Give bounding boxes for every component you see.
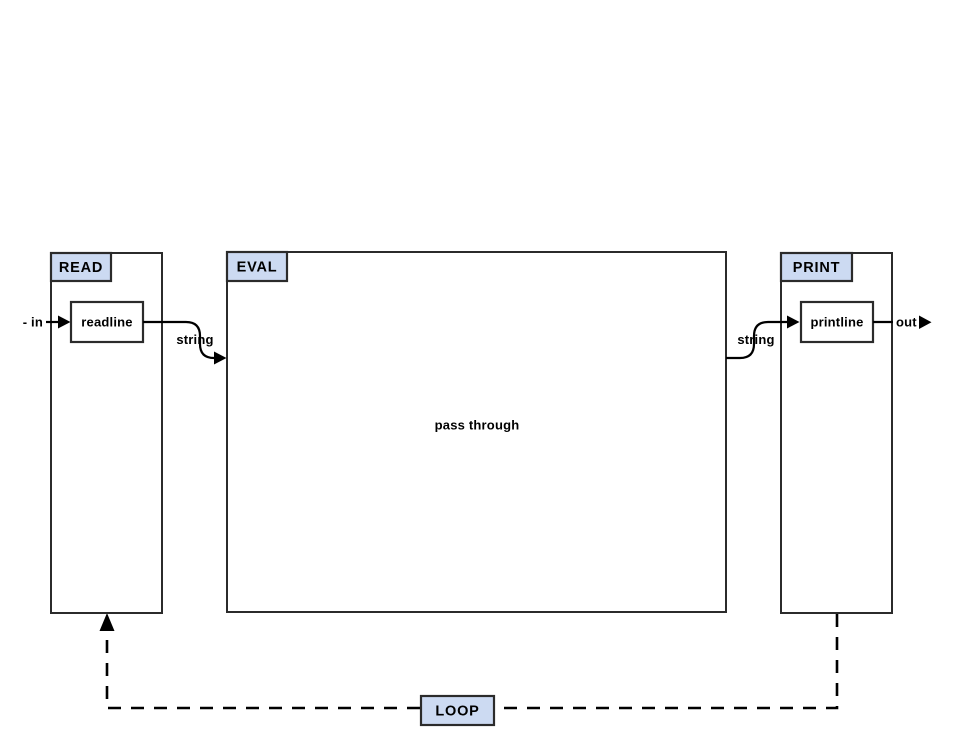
printline-node-label: printline [810, 315, 863, 330]
eval-stage-box [226, 251, 727, 613]
eval-note-label: pass through [435, 418, 520, 433]
read-to-eval-edge-label: string [176, 332, 213, 347]
input-arrow-icon [58, 315, 71, 329]
eval-to-print-edge-label: string [737, 332, 774, 347]
loop-box-title: LOOP [435, 704, 479, 720]
read-tab [49, 251, 113, 283]
input-port-label: - in [23, 315, 43, 330]
output-port-label: out [896, 315, 917, 330]
readline-node-label: readline [81, 315, 132, 330]
readline-node [69, 300, 145, 344]
eval-tab-title: EVAL [237, 260, 278, 276]
read-to-eval-wire [143, 320, 215, 360]
loop-arrow-up-icon [99, 613, 115, 631]
loop-wire-right [495, 614, 839, 710]
print-tab [779, 251, 854, 283]
read-tab-title: READ [59, 260, 103, 276]
loop-wire-left [105, 632, 420, 710]
eval-to-print-arrow-icon [787, 315, 800, 329]
eval-tab [225, 250, 289, 283]
eval-to-print-wire [726, 320, 788, 360]
output-arrow-icon [919, 315, 932, 329]
print-tab-title: PRINT [793, 260, 841, 276]
read-to-eval-arrow-icon [214, 351, 227, 365]
loop-box [419, 694, 496, 727]
